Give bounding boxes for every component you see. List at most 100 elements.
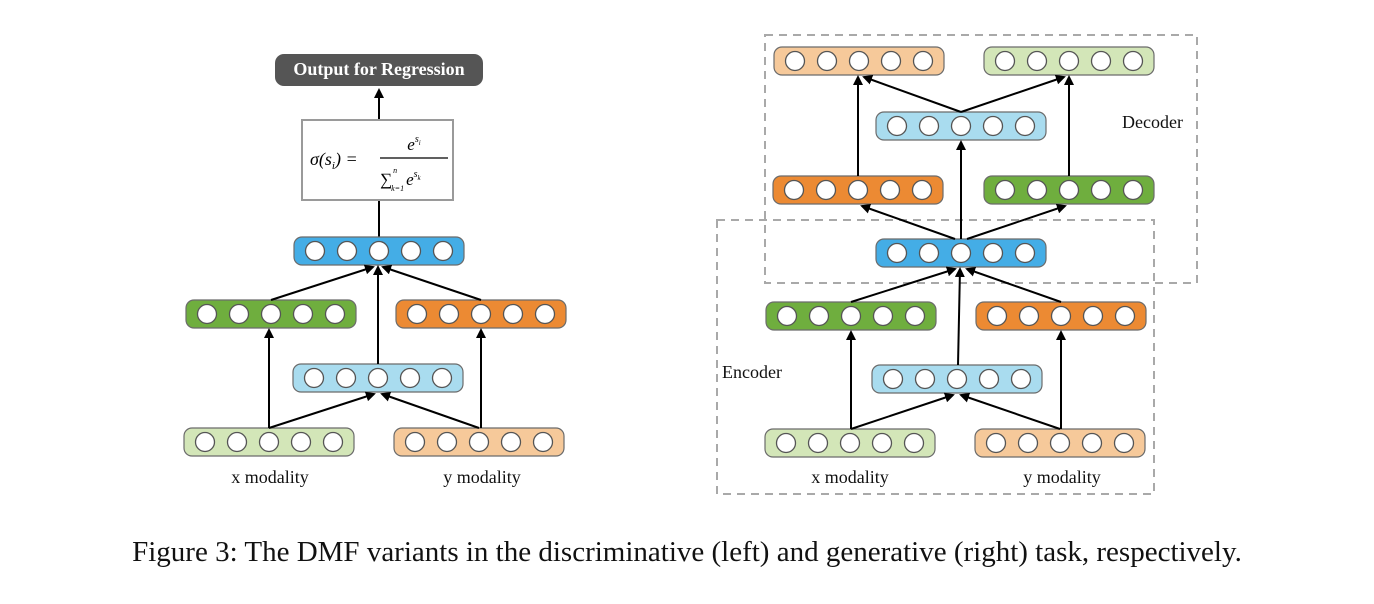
neuron-node [1122,179,1144,201]
neuron-node [532,431,554,453]
neuron-node [1026,179,1048,201]
neuron-node [882,368,904,390]
right-y-input-layer [974,428,1146,458]
arrow-r-fusion-to-dec-y [966,203,1067,240]
figure-caption: Figure 3: The DMF variants in the discri… [132,536,1242,568]
left-y-modality-label: y modality [443,467,521,487]
neuron-node [994,50,1016,72]
neuron-node [994,179,1016,201]
right-y-recon-layer [983,46,1155,76]
neuron-node [912,50,934,72]
right-x-input-layer [764,428,936,458]
right-decoder-shared-layer [875,111,1047,141]
left-y-input-layer [393,427,565,457]
neuron-node [807,432,829,454]
neuron-node [886,115,908,137]
generative-diagram: Decoder Encoder x modality y modality [716,34,1198,495]
neuron-node [784,50,806,72]
neuron-node [775,432,797,454]
neuron-node [303,367,325,389]
neuron-node [1014,115,1036,137]
right-x-recon-layer [773,46,945,76]
neuron-node [815,179,837,201]
neuron-node [1122,50,1144,72]
right-decoder-x-layer [772,175,944,205]
neuron-node [502,303,524,325]
neuron-node [982,115,1004,137]
neuron-node [982,242,1004,264]
arrow-r-y-input-to-shared [959,392,1061,430]
arrow-r-dec-shared-to-y-recon [960,74,1066,113]
arrow-r-y-hidden-to-fusion [965,266,1062,303]
decoder-dashed-box [764,34,1198,284]
neuron-node [1090,50,1112,72]
neuron-node [1058,179,1080,201]
left-x-input-layer [183,427,355,457]
neuron-node [783,179,805,201]
neuron-node [879,179,901,201]
neuron-node [839,432,861,454]
neuron-node [258,431,280,453]
neuron-node [1018,305,1040,327]
neuron-node [290,431,312,453]
neuron-node [978,368,1000,390]
neuron-node [848,50,870,72]
neuron-node [1026,50,1048,72]
arrow-r-fusion-to-dec-x [860,203,956,240]
neuron-node [436,431,458,453]
arrow-x-input-to-shared [268,391,376,429]
neuron-node [816,50,838,72]
neuron-node [1090,179,1112,201]
neuron-node [985,432,1007,454]
neuron-node [847,179,869,201]
neuron-node [776,305,798,327]
neuron-node [260,303,282,325]
left-x-modality-label: x modality [231,467,309,487]
left-x-hidden-layer [185,299,357,329]
neuron-node [914,368,936,390]
neuron-node [1081,432,1103,454]
arrow-r-x-input-to-shared [850,392,955,430]
output-for-regression-box: Output for Regression [275,54,483,86]
neuron-node [292,303,314,325]
arrow-y-hidden-to-fusion [381,264,482,301]
neuron-node [468,431,490,453]
encoder-dashed-box [716,219,1155,495]
neuron-node [322,431,344,453]
neuron-node [918,115,940,137]
formula-lhs: σ(si) = [310,149,358,172]
neuron-node [194,431,216,453]
neuron-node [886,242,908,264]
neuron-node [808,305,830,327]
neuron-node [904,305,926,327]
neuron-node [406,303,428,325]
right-shared-layer [871,364,1043,394]
neuron-node [196,303,218,325]
neuron-node [946,368,968,390]
neuron-node [228,303,250,325]
output-label: Output for Regression [293,59,464,79]
left-y-hidden-layer [395,299,567,329]
right-fusion-layer [875,238,1047,268]
neuron-node [950,115,972,137]
right-decoder-y-layer [983,175,1155,205]
neuron-node [986,305,1008,327]
neuron-node [432,240,454,262]
neuron-node [1113,432,1135,454]
neuron-node [911,179,933,201]
neuron-node [1010,368,1032,390]
neuron-node [438,303,460,325]
arrow-y-input-to-shared [380,391,480,429]
neuron-node [324,303,346,325]
neuron-node [1017,432,1039,454]
neuron-node [918,242,940,264]
neuron-node [950,242,972,264]
neuron-node [336,240,358,262]
neuron-node [304,240,326,262]
right-y-hidden-layer [975,301,1147,331]
right-x-hidden-layer [765,301,937,331]
neuron-node [1114,305,1136,327]
